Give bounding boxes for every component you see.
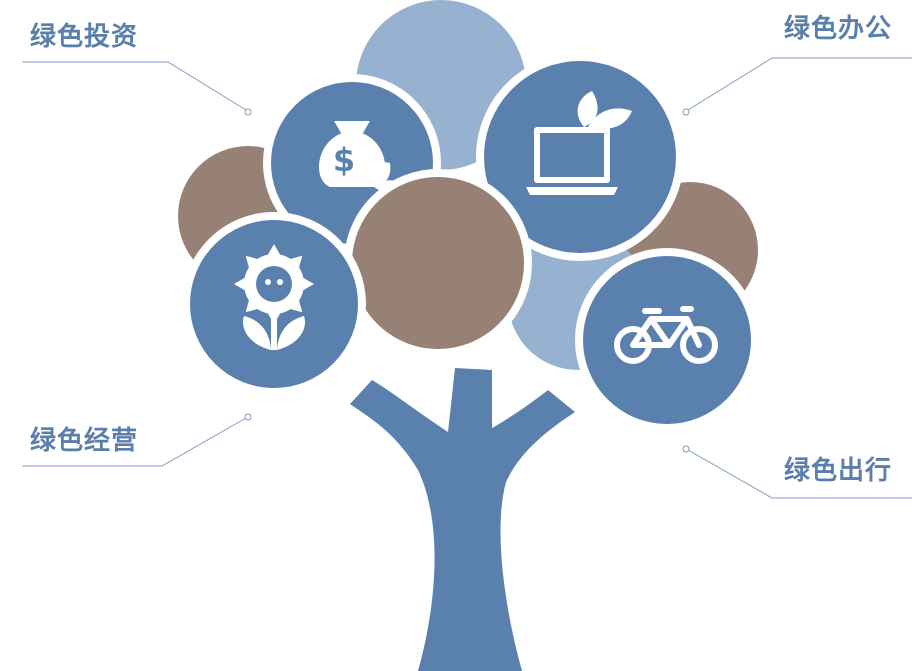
callout-dot-invest	[244, 108, 252, 116]
label-green-investment: 绿色投资	[30, 22, 139, 52]
callout-lines	[22, 57, 912, 499]
callout-dot-office	[682, 108, 690, 116]
callout-line-travel	[687, 449, 912, 499]
bicycle-icon	[614, 306, 718, 364]
svg-text:$: $	[333, 141, 355, 179]
callout-line-business	[22, 417, 247, 467]
label-green-office: 绿色办公	[784, 14, 893, 44]
callout-line-office	[687, 57, 912, 111]
callout-line-invest	[22, 61, 247, 111]
label-green-business: 绿色经营	[30, 426, 139, 456]
label-green-travel: 绿色出行	[784, 456, 893, 486]
callout-dot-travel	[682, 445, 690, 453]
tree-trunk	[350, 368, 575, 671]
laptop-leaf-icon	[526, 91, 632, 195]
sunflower-icon	[234, 244, 314, 350]
callout-dot-business	[244, 413, 252, 421]
canopy-circle-center-brown	[344, 169, 532, 357]
money-bag-leaf-icon: $	[318, 121, 402, 193]
